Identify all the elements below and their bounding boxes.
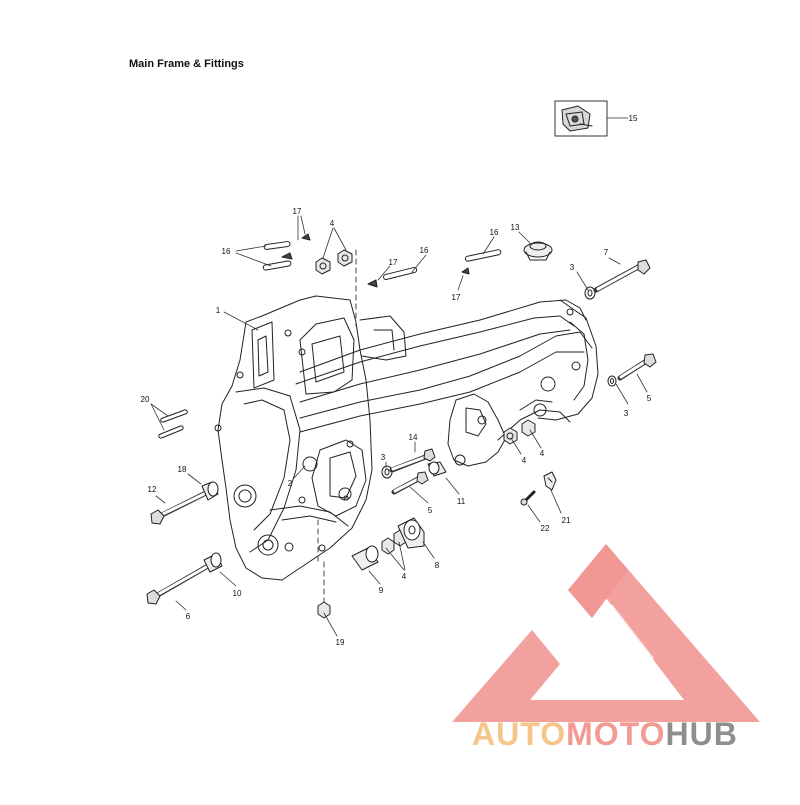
watermark-moto: MOTO [566,716,666,752]
callout-label: 4 [330,219,335,228]
leader-line [155,495,166,504]
callout-label: 21 [562,516,571,525]
callout-label: 7 [604,248,609,257]
leader-line [482,236,495,255]
leader-line [510,437,522,455]
leader-line [322,227,334,259]
callout-label: 8 [435,561,440,570]
leader-line [398,541,406,571]
leader-line [300,215,306,235]
callout-label: 20 [141,395,150,404]
leader-line [615,383,629,405]
callout-label: 13 [511,223,520,232]
leader-line [422,541,435,559]
callout-label: 19 [336,638,345,647]
leader-line [368,570,381,585]
leader-line [323,612,338,637]
callout-label: 9 [379,586,384,595]
callout-label: 22 [541,524,550,533]
leader-lines [150,117,648,637]
callout-label: 3 [570,263,575,272]
nut-parts [315,249,536,555]
inset-thumbnail [554,100,608,137]
callout-label: 16 [222,247,231,256]
leader-line [175,600,187,611]
leader-line [219,571,237,587]
callout-label: 14 [409,433,418,442]
callout-label: 2 [288,479,293,488]
callout-label: 4 [540,449,545,458]
leader-line [527,504,541,523]
callout-label: 10 [233,589,242,598]
callout-label: 16 [420,246,429,255]
leader-line [445,477,460,495]
leader-line [150,403,165,431]
leader-line [518,231,533,246]
callout-label: 6 [186,612,191,621]
leader-line [187,473,202,485]
callout-label: 17 [389,258,398,267]
leader-line [411,254,427,273]
callout-label: 1 [216,306,221,315]
leader-line [377,265,391,281]
leader-line [293,465,306,479]
pin-parts [158,241,502,439]
bolt-parts [146,259,657,605]
leader-line [529,429,542,449]
callout-label: 15 [629,114,638,123]
leader-line [385,547,405,571]
reference-lines [317,249,357,607]
callout-label: 4 [522,456,527,465]
page-title: Main Frame & Fittings [129,58,244,70]
callout-label: 17 [452,293,461,302]
callout-label: 3 [624,409,629,418]
leader-line [235,252,272,267]
callout-label: 16 [490,228,499,237]
callout-label: 3 [381,453,386,462]
clip-parts [281,233,470,288]
leader-line [457,275,464,291]
bush-parts [201,241,557,619]
leader-line [636,373,648,393]
washer-parts [381,286,617,479]
leader-line [576,271,589,291]
watermark-logo [452,544,760,722]
callout-label: 12 [148,485,157,494]
callout-label: 17 [293,207,302,216]
leader-line [150,403,169,417]
callout-label: 4 [402,572,407,581]
callout-label: 5 [647,394,652,403]
leader-line [223,311,259,331]
leader-line [608,257,621,265]
watermark-hub: HUB [665,716,738,752]
leader-line [235,245,267,252]
watermark-text: AUTOMOTOHUB [472,716,738,753]
callout-label: 5 [428,506,433,515]
watermark-auto: AUTO [472,716,567,752]
leader-line [333,227,347,251]
leader-line [409,486,429,504]
callout-label: 18 [178,465,187,474]
leader-line [549,487,562,514]
callout-label: 11 [457,497,466,506]
main-frame [214,295,599,581]
